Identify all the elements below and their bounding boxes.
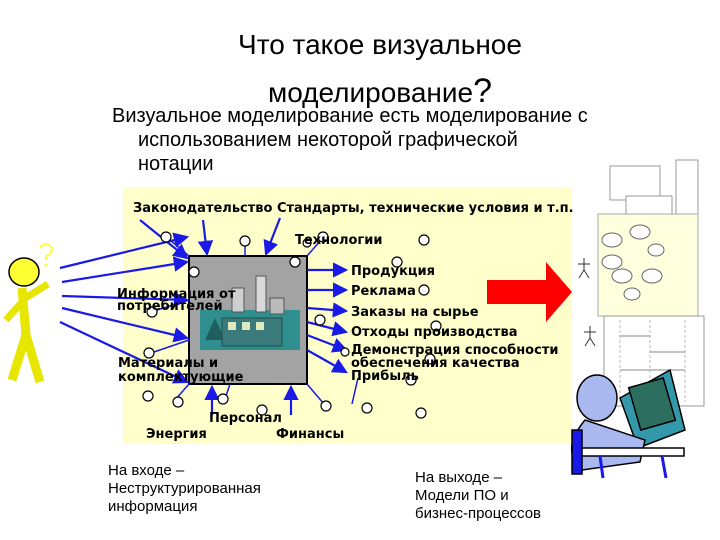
intro-line-2: использованием некоторой графической	[138, 129, 518, 151]
input-materials-line-2: комплектующие	[118, 370, 244, 385]
input-caption-line-1: На входе –	[108, 462, 185, 479]
input-materials-label: Материалы и комплектующие	[118, 357, 243, 385]
intro-text: Визуальное моделирование есть моделирова…	[112, 104, 712, 176]
output-caption-line-1: На выходе –	[415, 469, 503, 486]
output-caption-line-3: бизнес-процессов	[415, 505, 542, 522]
output-advertising: Реклама	[351, 284, 416, 299]
input-info-line-2: потребителей	[117, 299, 223, 314]
title-line-1: Что такое визуальное	[238, 29, 522, 60]
intro-line-1: Визуальное моделирование есть моделирова…	[112, 105, 588, 127]
energy-label: Энергия	[146, 427, 207, 442]
input-info-label: Информация от потребителей	[117, 287, 236, 314]
output-profit: Прибыль	[351, 369, 419, 384]
intro-line-3: нотации	[138, 153, 214, 175]
legislation-label: Законодательство Стандарты, технические …	[133, 201, 574, 216]
input-caption-line-2: Неструктурированная	[108, 480, 261, 497]
thinking-person-icon	[3, 243, 54, 384]
slide-title: Что такое визуальное моделирование?	[180, 22, 580, 116]
input-materials-line-1: Материалы и	[118, 356, 219, 371]
connector-circles	[142, 231, 442, 419]
input-info-line-1: Информация от	[117, 287, 236, 302]
output-raw-orders: Заказы на сырье	[351, 305, 479, 320]
title-line-2: моделирование	[267, 77, 474, 108]
output-waste: Отходы производства	[351, 325, 518, 340]
output-caption: На выходе – Модели ПО и бизнес-процессов	[415, 469, 541, 523]
output-caption-line-2: Модели ПО и	[415, 487, 509, 504]
finance-label: Финансы	[276, 427, 345, 442]
personnel-label: Персонал	[209, 411, 282, 426]
title-question-mark: ?	[473, 72, 493, 110]
input-caption: На входе – Неструктурированная информаци…	[108, 462, 261, 516]
programmer-at-computer-icon	[571, 368, 686, 479]
input-caption-line-3: информация	[108, 498, 198, 515]
big-red-arrow	[487, 262, 572, 322]
output-demonstration: Демонстрация способности	[351, 343, 559, 358]
uml-models-icon	[578, 159, 705, 407]
technologies-label: Технологии	[295, 233, 383, 248]
output-quality: обеспечения качества	[351, 356, 520, 371]
factory-icon	[200, 275, 300, 350]
output-products: Продукция	[351, 264, 436, 279]
